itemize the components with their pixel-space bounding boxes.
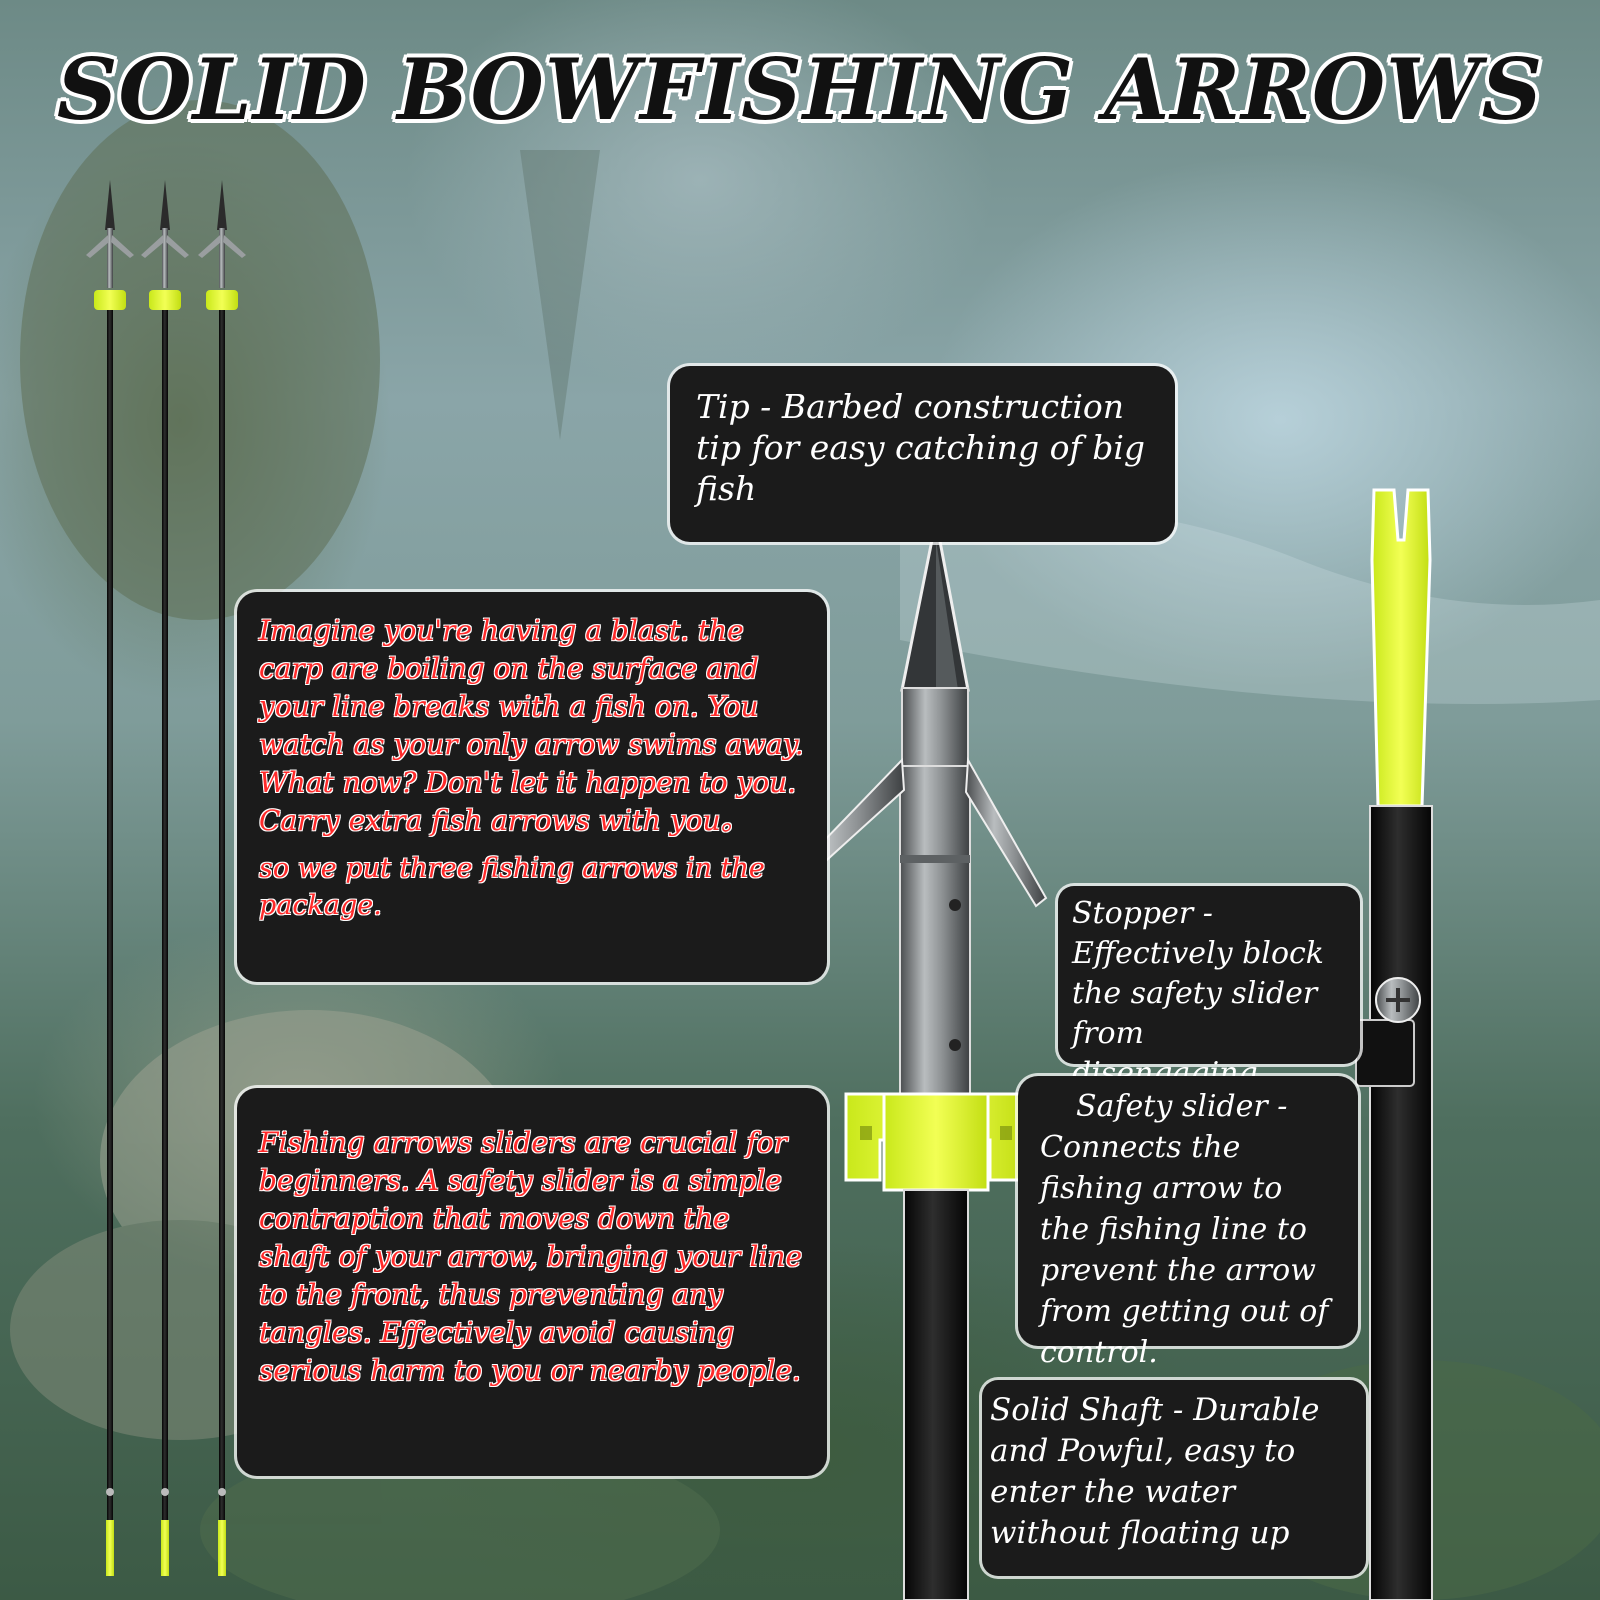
story-text: Imagine you're having a blast. the carp … [259,614,804,837]
story-callout: Imagine you're having a blast. the carp … [237,592,827,982]
slider-info-text: Fishing arrows sliders are crucial for b… [259,1126,803,1387]
small-arrow [198,180,246,1576]
slider-info-callout: Fishing arrows sliders are crucial for b… [237,1088,827,1476]
stopper-text: Stopper - Effectively block the safety s… [1072,896,1324,1091]
tip-text: Tip - Barbed construction tip for easy c… [696,387,1145,508]
safety-slider-text: Connects the fishing arrow to the fishin… [1040,1130,1329,1370]
stopper-callout: Stopper - Effectively block the safety s… [1058,886,1360,1091]
safety-slider-callout: Safety slider - Connects the fishing arr… [1018,1076,1358,1370]
arrow-tip-closeup [786,519,1048,1600]
arrow-set-small [86,180,246,1576]
small-arrow [86,180,134,1576]
solid-shaft-callout: Solid Shaft - Durable and Powful, easy t… [982,1380,1366,1576]
solid-shaft-text: Solid Shaft - Durable and Powful, easy t… [990,1392,1320,1551]
package-note: so we put three fishing arrows in the pa… [259,853,765,921]
nock-icon [1370,488,1432,808]
safety-slider-heading: Safety slider - [1076,1089,1288,1124]
tip-callout: Tip - Barbed construction tip for easy c… [670,366,1175,542]
safety-slider-icon [844,1092,1028,1192]
small-arrow [141,180,189,1576]
screw-icon [1375,977,1421,1023]
page-title: SOLID BOWFISHING ARROWS [56,40,1544,139]
